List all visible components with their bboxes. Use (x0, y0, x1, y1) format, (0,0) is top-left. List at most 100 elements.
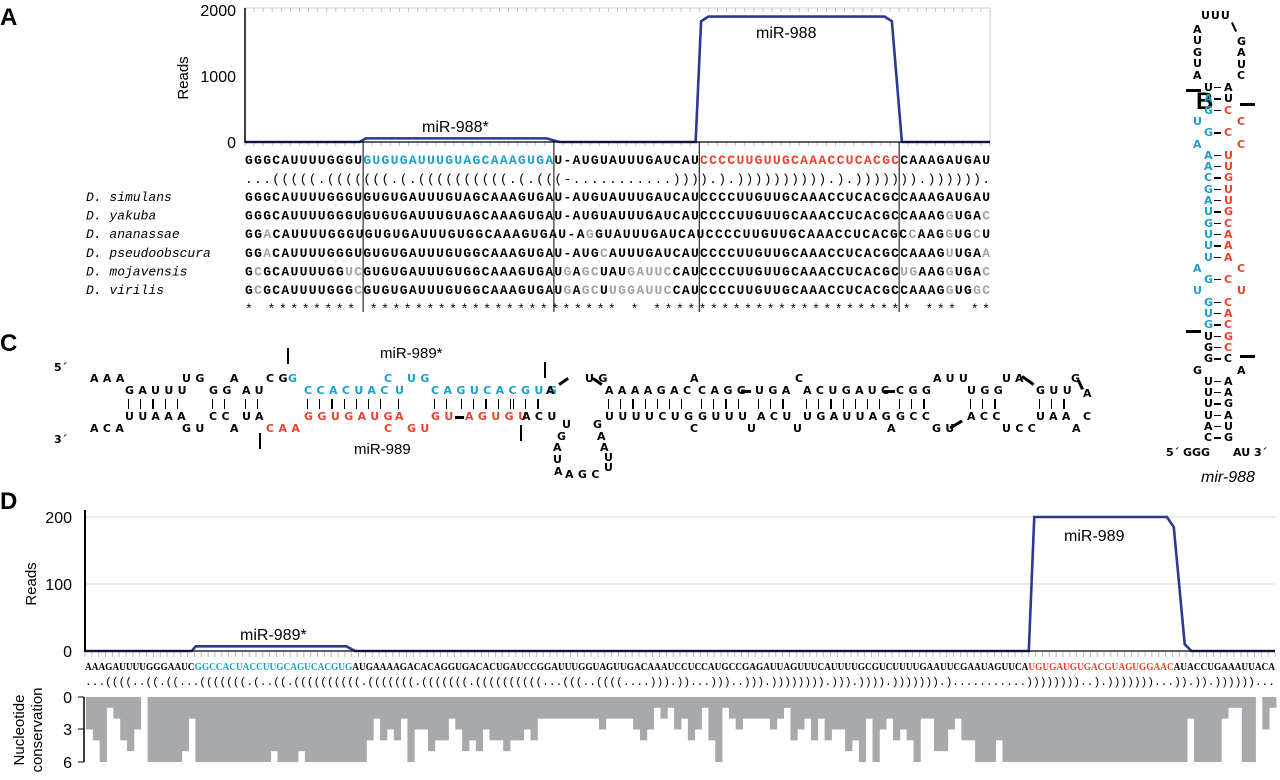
conservation-bar (366, 697, 374, 741)
unpaired-nucleotide: C (1237, 114, 1246, 128)
base-pair-bond (1214, 279, 1221, 281)
loop-nucleotide: C (1237, 69, 1246, 83)
sequence-segment: CAUCCCCUUGUUGCAAACCUCACGCCAAAG (673, 283, 945, 298)
stem-nucleotide: A (1224, 239, 1233, 253)
base-pair-bond (1214, 154, 1221, 157)
stem-nucleotide: U (1204, 329, 1213, 343)
stem-nucleotide: G (1204, 352, 1214, 366)
sequence-segment: C (600, 246, 608, 261)
conservation-bar (988, 697, 996, 762)
conservation-bar (947, 697, 955, 730)
conservation-bar (571, 697, 579, 719)
conservation-bar (1105, 697, 1113, 762)
conservation-bar (270, 697, 278, 752)
conservation-bar (687, 697, 696, 741)
stem-nucleotide: G (1224, 171, 1234, 185)
conservation-bar (879, 697, 887, 730)
sequence-segment: GUGUGAUUUGUAGCAAAGUGA (363, 153, 553, 168)
stem-nucleotide: A (1224, 386, 1233, 400)
conservation-bar (1207, 697, 1215, 762)
base-pair-bond (1214, 380, 1221, 383)
nucleotide-segment: ACU (757, 410, 796, 423)
nucleotide-segment: UGA (755, 384, 795, 397)
conservation-bar (913, 697, 921, 762)
nucleotide-segment: UA (242, 410, 268, 423)
loop-nucleotide: U (1237, 57, 1246, 71)
dicer-cut-mark (544, 362, 546, 378)
conservation-bar (523, 697, 531, 730)
conservation-bar (373, 697, 381, 719)
base-pair-tick (537, 399, 539, 409)
conservation-bar (455, 697, 463, 730)
base-pair-tick (1039, 399, 1041, 409)
nucleotide-segment: C (690, 422, 703, 435)
conservation-bar (872, 697, 880, 762)
sequence-segment: CAUCCCCUUGUUGCAAACCUCACGC (673, 264, 899, 279)
stem-nucleotide: A (1224, 307, 1233, 320)
hairpin-caption: mir-988 (1201, 469, 1255, 486)
conservation-bar (441, 697, 449, 741)
base-pair-tick (669, 399, 671, 409)
sequence-segment: UGA (955, 264, 981, 279)
sequence-segment: U (946, 246, 954, 261)
base-pair-tick (473, 399, 475, 409)
nucleotide-segment: CG (266, 372, 292, 385)
conservation-bar (1091, 697, 1099, 762)
base-pair-tick (620, 399, 622, 409)
stem-nucleotide: A (1204, 148, 1213, 162)
sequence-segment: G (245, 264, 253, 279)
panel-d-label: D (0, 488, 18, 515)
base-pair-bond (1214, 109, 1221, 111)
conservation-bar (462, 697, 470, 752)
base-pair-tick (485, 399, 487, 409)
cons-tick-label: 6 (63, 755, 72, 772)
nucleotide-segment: A (1072, 422, 1085, 435)
mir-988-star-label: miR-988* (422, 119, 489, 136)
stem-nucleotide: U (1204, 239, 1213, 253)
conservation-bar (427, 697, 436, 752)
base-pair-tick (224, 399, 226, 409)
sequence-segment: A (263, 227, 271, 242)
nucleotide-segment: UAA (1036, 410, 1075, 423)
species-sequence: GGACAUUUUGGGUGUGUGAUUUGUGGCAAAGUGAU-AGGU… (245, 227, 990, 242)
sequence-segment: GAUUC (627, 264, 671, 279)
conservation-bar (530, 697, 538, 741)
sequence-segment: GGGCAUUUUGGGU (245, 153, 362, 168)
nucleotide-segment: GGUGAUG (304, 410, 397, 423)
nucleotide-segment: UG (182, 372, 209, 385)
conservation-bar (975, 697, 983, 762)
conservation-bar (359, 697, 367, 762)
nucleotide-segment: AAA (90, 372, 129, 385)
species-name: D. virilis (86, 283, 164, 298)
sequence-segment: CAUUUUGGGUGUGUGAUUUGUGGCAAAGUGAU-A (273, 227, 585, 242)
stem-nucleotide: A (1204, 160, 1213, 174)
nucleotide-segment: CAA (266, 422, 305, 435)
nucleotide-segment: UUAAA (125, 410, 191, 423)
conservation-bar (161, 697, 169, 762)
conservation-bar (940, 697, 949, 752)
secondary-structure: ...(((((.(((((((.(.((((((((((.(.(((-....… (245, 172, 990, 187)
nucleotide-segment: A (554, 465, 567, 478)
loop-nucleotides: UUU (1201, 9, 1231, 22)
conservation-bar (325, 697, 333, 762)
base-pair-tick (725, 399, 727, 409)
bond (455, 416, 464, 419)
sequence-segment: U-AUGUAUUUGAUCAU (554, 153, 698, 168)
base-pair-tick (923, 399, 925, 409)
species-sequence: GGGCAUUUUGGGUGUGUGAUUUGUAGCAAAGUGAU-AUGU… (245, 209, 990, 224)
dicer-cut-mark (520, 425, 522, 441)
conservation-bar (277, 697, 285, 762)
unpaired-nucleotide: U (1193, 114, 1202, 128)
base-pair-bond (1214, 177, 1221, 179)
sequence-segment: AUUUGAUCAUCCCCUUGUUGCAAACCUCACGCCAAAG (609, 246, 945, 261)
conservation-bar (236, 697, 244, 762)
sequence-segment: GUGUGAUUUGUGGCAAAGUGAU (363, 264, 562, 279)
sequence-segment: GGGCAUUUUGGGUGUGUGAUUUGUAGCAAAGUGAU-AUGU… (245, 209, 945, 224)
conservation-bar (653, 697, 661, 708)
base-pair-bond (1214, 200, 1221, 202)
stem-nucleotide: G (1204, 273, 1214, 287)
conservation-bar (769, 697, 778, 730)
sequence-segment: GUGUGAUUUGUGGCAAAGUGAU (363, 283, 562, 298)
conservation-bar (1002, 697, 1010, 762)
conservation-bar (1022, 697, 1031, 762)
